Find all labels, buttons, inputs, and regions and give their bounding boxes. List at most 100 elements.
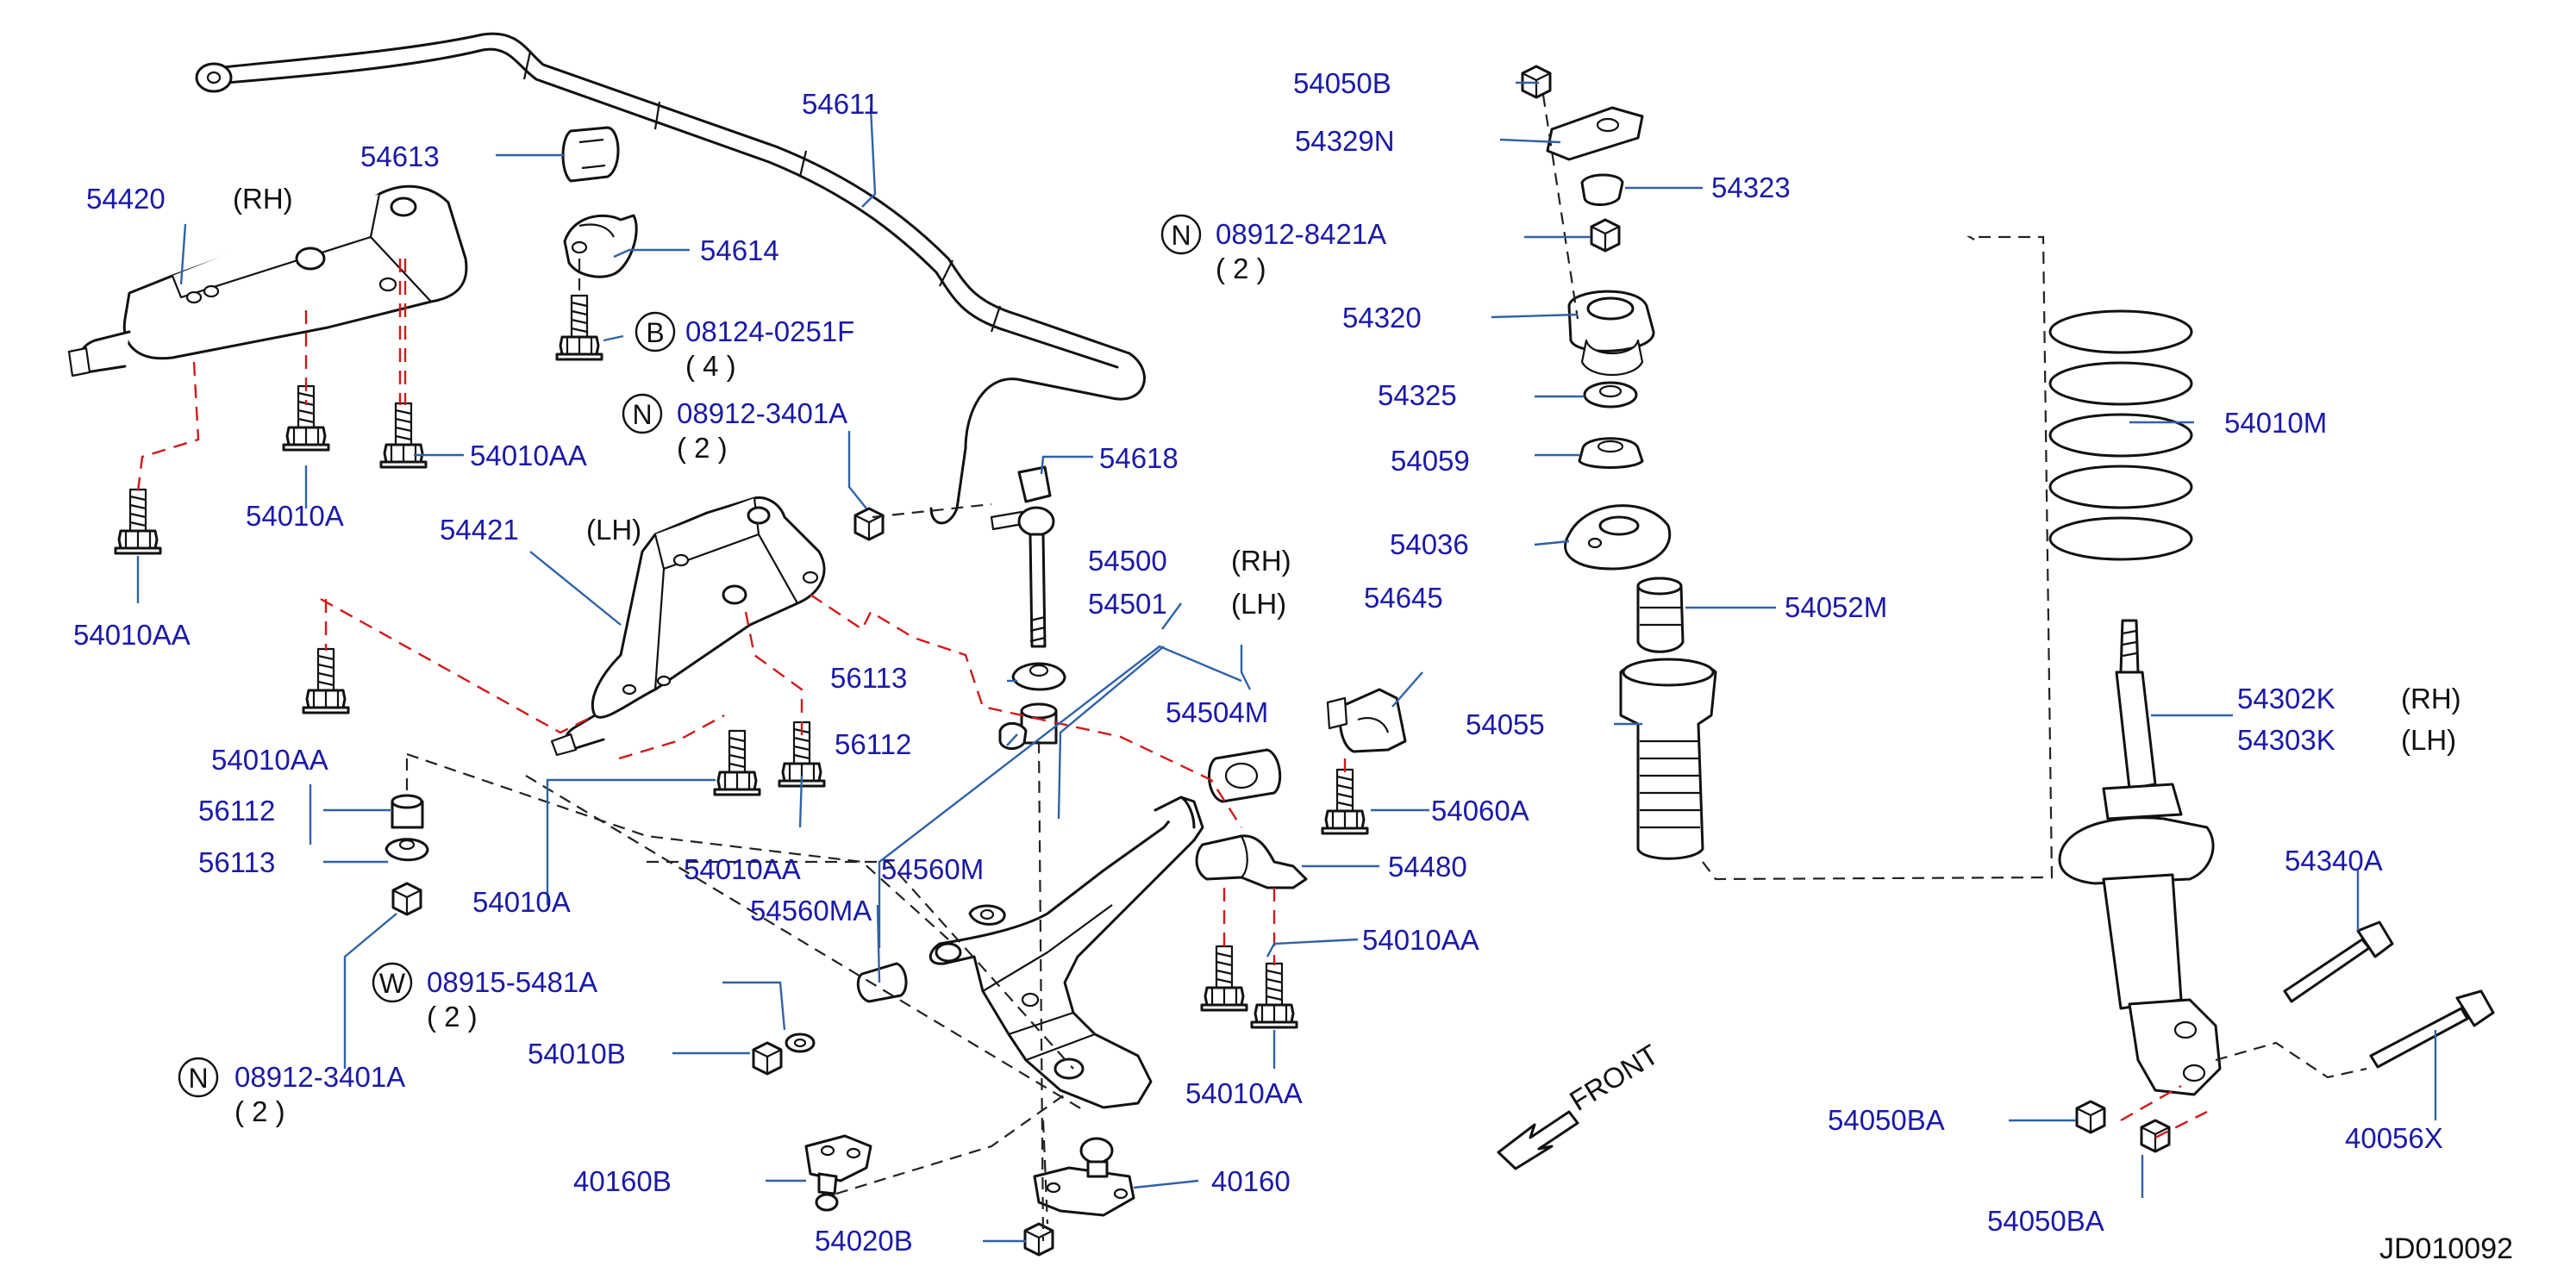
circle-w	[372, 962, 413, 1003]
label-40160b[interactable]: 40160B	[573, 1165, 672, 1197]
label-08124-0251f[interactable]: 08124-0251F	[685, 315, 854, 347]
ball-joint-40160b-drawing	[804, 1134, 872, 1212]
part-labels: 54611 54613 54420 (RH) 54614 08124-0251F…	[73, 67, 2461, 1257]
bracket-rh-drawing	[67, 184, 468, 377]
label-54010aa-2[interactable]: 54010AA	[73, 619, 191, 651]
label-56112-lower[interactable]: 56112	[198, 795, 275, 827]
label-54303k[interactable]: 54303K	[2237, 724, 2335, 756]
label-54010aa-6[interactable]: 54010AA	[1185, 1077, 1303, 1109]
coil-spring-drawing	[2048, 309, 2193, 561]
qty-08912-8421a: ( 2 )	[1216, 253, 1266, 284]
label-54420[interactable]: 54420	[86, 183, 166, 215]
label-54010aa-4[interactable]: 54010AA	[684, 853, 801, 885]
label-54060a[interactable]: 54060A	[1431, 795, 1529, 827]
label-54325[interactable]: 54325	[1378, 379, 1457, 411]
front-label: FRONT	[1564, 1038, 1664, 1117]
label-54050ba-2[interactable]: 54050BA	[1987, 1205, 2104, 1237]
circle-n-2	[178, 1057, 219, 1098]
label-54500[interactable]: 54500	[1088, 545, 1167, 577]
label-54055[interactable]: 54055	[1466, 708, 1545, 740]
label-54618[interactable]: 54618	[1099, 442, 1179, 474]
label-54010aa-5[interactable]: 54010AA	[1362, 924, 1479, 956]
label-56112-upper[interactable]: 56112	[835, 728, 911, 760]
qty-08912-3401a-lower: ( 2 )	[234, 1095, 285, 1127]
tag-54420-rh: (RH)	[233, 183, 293, 215]
label-54501[interactable]: 54501	[1088, 588, 1167, 620]
tag-54500-rh: (RH)	[1231, 545, 1291, 577]
label-54560ma[interactable]: 54560MA	[750, 895, 872, 926]
link-bushings-lower-drawing	[385, 794, 429, 916]
red-dashed-lines	[136, 259, 2208, 1139]
label-56113-lower[interactable]: 56113	[198, 846, 275, 878]
circled-prefixes: B N W N N	[178, 214, 1202, 1098]
label-56113-upper[interactable]: 56113	[830, 662, 907, 694]
drawing-layer	[67, 32, 2495, 1257]
rear-bushing-drawing	[1207, 748, 1282, 803]
clamp-54480-drawing	[1195, 834, 1308, 889]
label-08912-3401a-upper[interactable]: 08912-3401A	[677, 397, 847, 429]
label-54010b[interactable]: 54010B	[528, 1038, 626, 1070]
label-54302k[interactable]: 54302K	[2237, 683, 2335, 714]
label-54329n[interactable]: 54329N	[1295, 125, 1395, 157]
tag-54421-lh: (LH)	[586, 514, 641, 546]
label-54320[interactable]: 54320	[1342, 302, 1422, 334]
label-54052m[interactable]: 54052M	[1785, 591, 1887, 623]
bracket-lh-drawing	[550, 496, 826, 757]
circle-b-letter: B	[646, 317, 664, 348]
circle-n-1-letter: N	[632, 399, 652, 430]
qty-08912-3401a-upper: ( 2 )	[677, 432, 728, 464]
label-54421[interactable]: 54421	[440, 514, 519, 546]
label-54323[interactable]: 54323	[1711, 172, 1791, 203]
label-54340a[interactable]: 54340A	[2285, 845, 2383, 877]
label-54611[interactable]: 54611	[802, 88, 878, 120]
label-54645[interactable]: 54645	[1364, 582, 1443, 614]
label-54020b[interactable]: 54020B	[815, 1225, 913, 1257]
label-54059[interactable]: 54059	[1391, 445, 1470, 477]
label-54614[interactable]: 54614	[700, 234, 779, 266]
leader-lines	[136, 81, 2437, 1243]
front-bushings-drawing	[856, 904, 1006, 1003]
lower-control-arm-drawing	[928, 795, 1204, 1109]
circle-n-2-letter: N	[188, 1063, 208, 1094]
strut-bolts-drawing	[2075, 920, 2495, 1153]
diagram-id: JD010092	[2379, 1232, 2513, 1265]
label-08912-8421a[interactable]: 08912-8421A	[1216, 218, 1386, 250]
label-40056x[interactable]: 40056X	[2345, 1122, 2443, 1154]
strut-mount-stack-drawing	[1521, 65, 1717, 860]
label-54010a-1[interactable]: 54010A	[246, 500, 344, 532]
tag-54303k-lh: (LH)	[2401, 724, 2456, 756]
circle-n-1	[622, 393, 663, 434]
stabilizer-bushing-drawing	[561, 126, 638, 278]
circle-n-3	[1160, 214, 1202, 255]
label-54010m[interactable]: 54010M	[2224, 407, 2327, 439]
front-arrow-icon	[1497, 1110, 1579, 1170]
label-54010a-2[interactable]: 54010A	[472, 886, 571, 918]
label-08912-3401a-lower[interactable]: 08912-3401A	[234, 1061, 405, 1093]
tag-54501-lh: (LH)	[1231, 588, 1286, 620]
label-54050b[interactable]: 54050B	[1293, 67, 1391, 99]
circle-w-letter: W	[379, 968, 406, 999]
link-bushings-upper-drawing	[998, 662, 1066, 750]
tag-54302k-rh: (RH)	[2401, 683, 2461, 714]
label-54050ba-1[interactable]: 54050BA	[1828, 1104, 1945, 1136]
label-54504m[interactable]: 54504M	[1166, 696, 1268, 728]
circle-b	[635, 311, 676, 353]
ball-joint-40160-drawing	[1023, 1137, 1135, 1257]
label-54010aa-1[interactable]: 54010AA	[470, 440, 587, 471]
stabilizer-link-drawing	[990, 465, 1055, 648]
stabilizer-bar-drawing	[195, 32, 1146, 525]
black-dashed-lines	[405, 94, 2367, 1242]
circle-n-3-letter: N	[1171, 220, 1191, 251]
bracket-54645-drawing	[1326, 688, 1407, 753]
qty-08124-0251f: ( 4 )	[685, 350, 736, 382]
qty-08915-5481a: ( 2 )	[427, 1001, 478, 1033]
strut-assembly-drawing	[2058, 619, 2222, 1096]
label-54560m[interactable]: 54560M	[881, 853, 984, 885]
label-54480[interactable]: 54480	[1388, 851, 1467, 883]
label-54036[interactable]: 54036	[1390, 528, 1469, 560]
label-40160[interactable]: 40160	[1211, 1165, 1291, 1197]
label-08915-5481a[interactable]: 08915-5481A	[427, 966, 597, 998]
label-54613[interactable]: 54613	[360, 140, 440, 172]
label-54010aa-3[interactable]: 54010AA	[211, 744, 328, 776]
